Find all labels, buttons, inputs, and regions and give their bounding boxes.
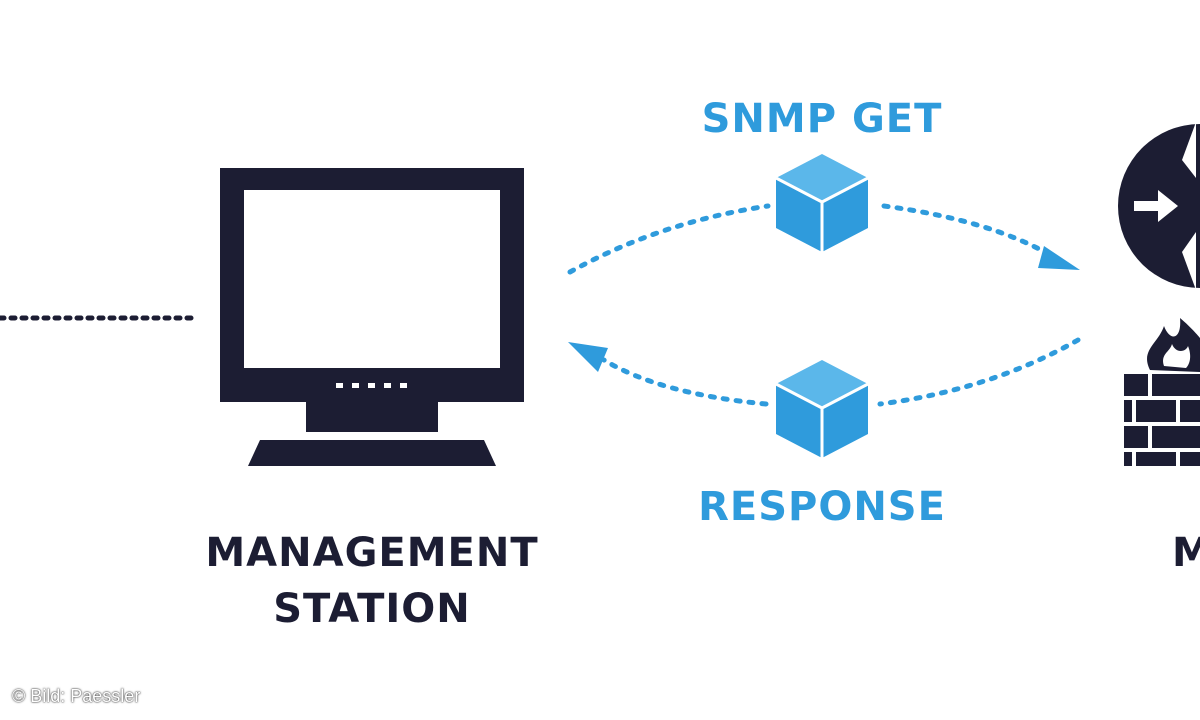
- keyboard-base: [248, 440, 496, 466]
- station-label-line2: STATION: [273, 586, 471, 632]
- response-arrow: [568, 337, 1081, 407]
- computer-monitor-icon: [220, 168, 524, 466]
- request-label: SNMP GET: [702, 96, 943, 142]
- monitor-stand: [306, 402, 438, 432]
- request-arrow: [567, 203, 1080, 275]
- device-label-partial: M: [1172, 530, 1200, 576]
- arrowhead-right: [1038, 246, 1080, 270]
- arrowhead-left: [568, 342, 608, 372]
- request-packet-cube-icon: [775, 154, 869, 252]
- firewall-icon: [1124, 318, 1200, 466]
- station-label-line1: MANAGEMENT: [205, 530, 538, 576]
- response-label: RESPONSE: [698, 484, 946, 530]
- monitor-indicator-dots: [336, 383, 407, 388]
- monitor-screen: [244, 190, 500, 368]
- image-credit: © Bild: Paessler: [12, 686, 141, 706]
- router-icon: [1118, 122, 1200, 290]
- response-packet-cube-icon: [775, 360, 869, 458]
- firewall-bricks: [1124, 374, 1200, 466]
